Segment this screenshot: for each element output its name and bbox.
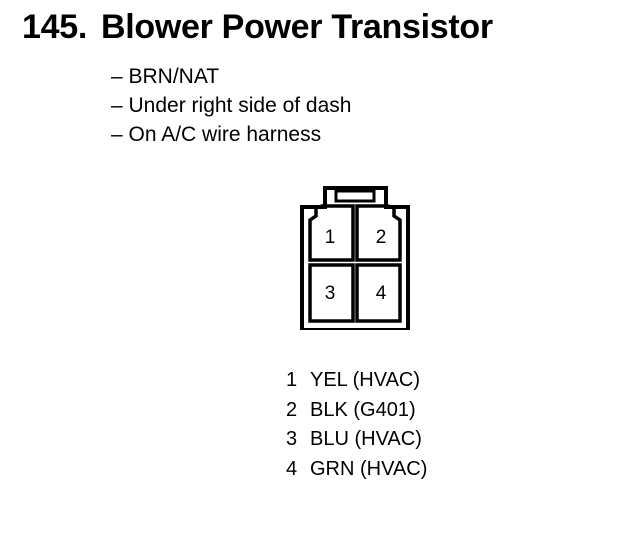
pin-label-3: 3 xyxy=(325,283,336,304)
page-title: 145. Blower Power Transistor xyxy=(22,8,493,47)
connector-lock-tab xyxy=(334,189,376,203)
pin-number: 2 xyxy=(286,398,298,421)
component-number: 145. xyxy=(22,8,87,46)
note-harness: – On A/C wire harness xyxy=(111,123,322,146)
connector-face-svg: 1 2 3 4 xyxy=(300,186,410,330)
pin-row: 1 YEL (HVAC) xyxy=(286,366,427,396)
pin-number: 4 xyxy=(286,457,298,480)
pin-label-2: 2 xyxy=(376,227,387,248)
connector-face-diagram: 1 2 3 4 xyxy=(290,180,420,330)
pin-label-4: 4 xyxy=(376,283,387,304)
pin-number: 1 xyxy=(286,369,298,391)
pin-assignment-list: 1 YEL (HVAC) 2 BLK (G401) 3 BLU (HVAC) 4 GRN… xyxy=(286,366,427,484)
pin-description: BLK (G401) xyxy=(310,398,416,421)
pin-cavity-4 xyxy=(355,263,402,323)
pin-description: YEL (HVAC) xyxy=(310,369,421,391)
note-connector-color: – BRN/NAT xyxy=(111,65,220,88)
pin-row: 4 GRN (HVAC) xyxy=(286,455,427,485)
pin-description: GRN (HVAC) xyxy=(310,457,428,480)
pin-cavity-2 xyxy=(355,204,402,262)
component-notes: – BRN/NAT – Under right side of dash – O… xyxy=(111,62,351,149)
pin-row: 3 BLU (HVAC) xyxy=(286,425,427,455)
pin-label-1: 1 xyxy=(325,227,336,248)
pin-number: 3 xyxy=(286,428,298,450)
pin-cavity-1 xyxy=(308,204,355,262)
pin-row: 2 BLK (G401) xyxy=(286,396,427,426)
component-name: Blower Power Transistor xyxy=(100,8,493,46)
pin-description: BLU (HVAC) xyxy=(310,428,422,450)
pin-cavity-3 xyxy=(308,263,355,323)
note-location: – Under right side of dash xyxy=(111,94,352,117)
